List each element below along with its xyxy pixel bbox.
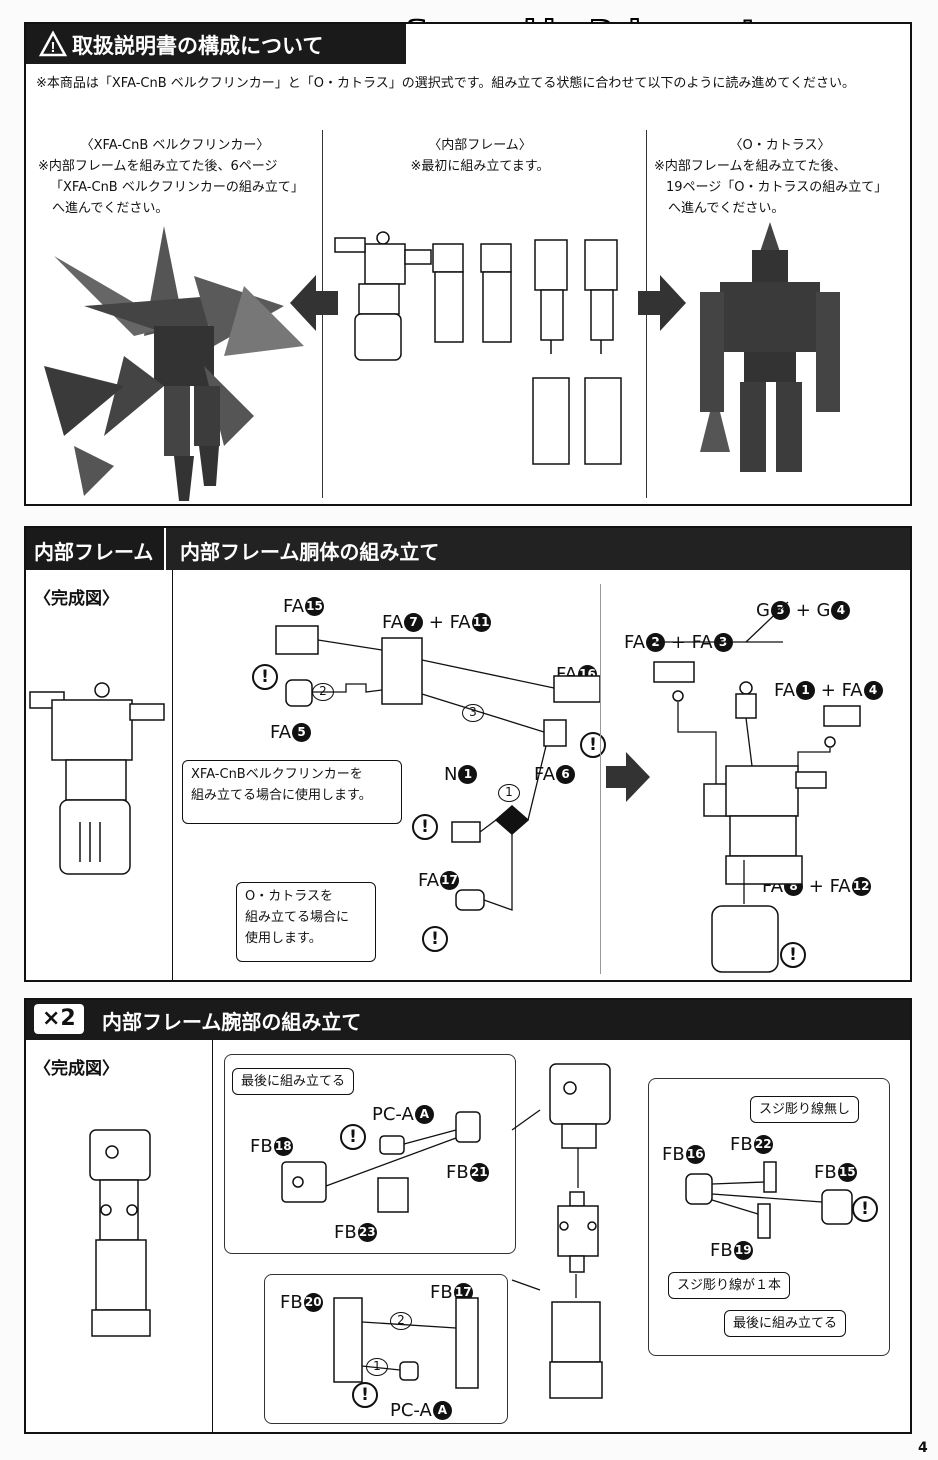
cutlass-note-line: 19ページ「O・カトラスの組み立て」 (666, 180, 888, 195)
frame-heading: 〈内部フレーム〉 (428, 138, 532, 153)
xfa-note-line: へ進んでください。 (52, 201, 169, 216)
torso-parts-lineart (275, 625, 601, 911)
arrow-left-icon (290, 275, 338, 331)
warning-icon: ! (352, 1382, 378, 1408)
step-number: 1 (498, 784, 520, 802)
frame-note: ※最初に組み立てます。 (410, 159, 550, 174)
arrow-right-icon (606, 752, 650, 802)
cutlass-note-line: へ進んでください。 (668, 201, 785, 216)
svg-text:!: ! (51, 39, 56, 56)
xfa-note-line: 「XFA-CnB ベルクフリンカーの組み立て」 (50, 180, 304, 195)
completed-torso-lineart (29, 682, 165, 875)
arrow-right-icon (638, 275, 686, 331)
section-title-bar: ! 取扱説明書の構成について (26, 24, 406, 64)
warning-icon: ! (252, 664, 278, 690)
arm-assembly-column-lineart (549, 1063, 611, 1399)
assemble-last-callout: 最後に組み立てる (232, 1068, 355, 1095)
complete-view-label: 〈完成図〉 (34, 1059, 119, 1079)
assemble-last-callout: 最後に組み立てる (724, 1310, 847, 1337)
complete-view-label: 〈完成図〉 (34, 589, 119, 609)
xfa-note-line: ※内部フレームを組み立てた後、6ページ (38, 159, 278, 174)
o-cutlass-illustration (700, 222, 840, 472)
cutlass-heading: 〈O・カトラス〉 (729, 138, 831, 153)
forearm-parts-lineart (333, 1297, 479, 1389)
no-groove-callout: スジ彫り線無し (750, 1096, 860, 1123)
intro-note: ※本商品は「XFA-CnB ベルクフリンカー」と「O・カトラス」の選択式です。組… (36, 76, 856, 91)
panel-divider (212, 1040, 213, 1432)
xfa-usage-callout: XFA-CnBベルクフリンカーを 組み立てる場合に使用します。 (182, 760, 402, 824)
one-groove-callout: スジ彫り線が１本 (668, 1272, 791, 1299)
section-tag-label: 内部フレーム (34, 540, 154, 564)
section-tag: 内部フレーム (26, 528, 164, 570)
section-title-bar: 内部フレーム胴体の組み立て (166, 528, 910, 570)
warning-icon: ! (340, 1124, 366, 1150)
panel-divider (600, 584, 601, 974)
warning-triangle-icon: ! (38, 30, 68, 57)
section-title: 取扱説明書の構成について (72, 34, 324, 58)
section-title-bar: ×2 内部フレーム腕部の組み立て (26, 1000, 910, 1040)
torso-assembly-lineart (648, 601, 861, 973)
warning-icon: ! (780, 942, 806, 968)
warning-icon: ! (412, 814, 438, 840)
step-number: 2 (390, 1312, 412, 1330)
completed-arm-lineart (89, 1129, 151, 1337)
warning-icon: ! (852, 1196, 878, 1222)
section-title: 内部フレーム腕部の組み立て (102, 1010, 362, 1034)
page-number: 4 (918, 1440, 928, 1456)
cutlass-note-line: ※内部フレームを組み立てた後、 (654, 159, 847, 174)
upper-arm-parts-lineart (281, 1111, 481, 1213)
elbow-parts-lineart (685, 1161, 853, 1239)
warning-icon: ! (580, 732, 606, 758)
panel-divider (172, 570, 173, 980)
section-title: 内部フレーム胴体の組み立て (180, 540, 440, 564)
frame-parts-lineart (334, 231, 622, 465)
warning-icon: ! (422, 926, 448, 952)
xfa-berkflinker-illustration (44, 226, 304, 501)
cutlass-usage-callout: O・カトラスを 組み立てる場合に 使用します。 (236, 882, 376, 962)
multiplier-badge: ×2 (34, 1004, 84, 1034)
connector-lines (511, 1109, 541, 1291)
xfa-heading: 〈XFA-CnB ベルクフリンカー〉 (80, 138, 270, 153)
